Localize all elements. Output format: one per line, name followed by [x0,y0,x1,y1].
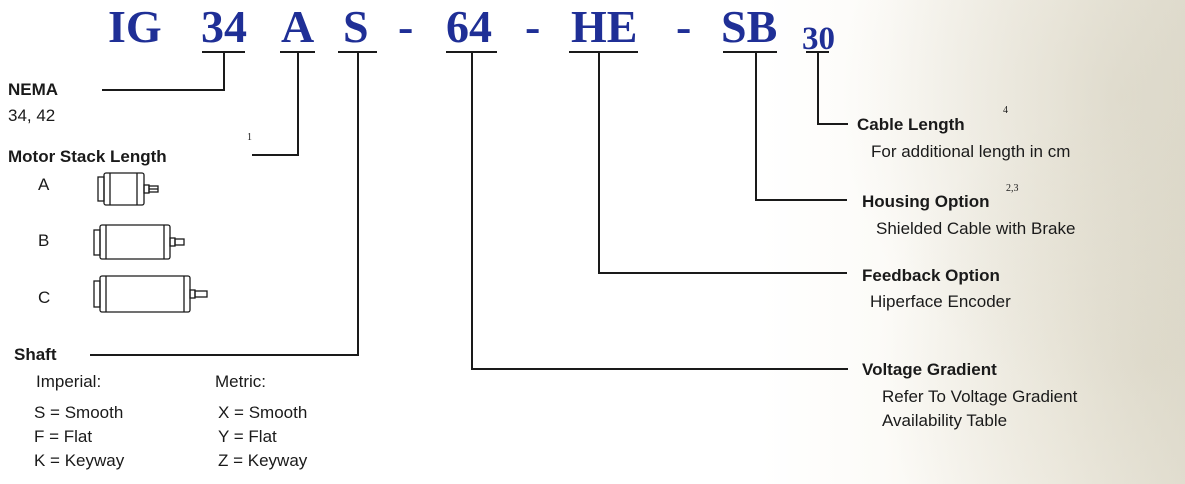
leader-feedback [598,52,847,274]
nema-title: NEMA [8,80,59,99]
shaft-metric-header: Metric: [215,372,266,391]
leader-cable [817,52,848,125]
shaft-imperial-2: F = Flat [34,427,93,446]
code-voltage: 64 [446,1,492,52]
housing-desc: Shielded Cable with Brake [876,219,1076,238]
stack-footnote: 1 [247,132,252,143]
leader-stack [252,52,299,156]
code-housing: SB [721,1,778,52]
feedback-desc: Hiperface Encoder [870,292,1011,311]
cable-footnote: 4 [1003,105,1008,116]
code-feedback: HE [571,1,638,52]
shaft-metric-3: Z = Keyway [218,451,308,470]
leader-housing [755,52,847,201]
shaft-title: Shaft [14,345,57,364]
shaft-imperial-3: K = Keyway [34,451,125,470]
leader-voltage [471,52,848,370]
voltage-desc-line2: Availability Table [882,411,1008,430]
stack-title: Motor Stack Length [8,147,167,166]
shaft-imperial-header: Imperial: [36,372,102,391]
code-shaft: S [343,1,369,52]
code-prefix: IG [108,1,162,52]
code-dash-1: - [398,1,414,52]
stack-option-c: C [38,288,51,307]
shaft-imperial-1: S = Smooth [34,403,124,422]
code-stack: A [281,1,315,52]
code-dash-3: - [676,1,692,52]
voltage-title: Voltage Gradient [862,360,997,379]
cable-title: Cable Length [857,115,965,134]
stack-option-b: B [38,231,50,250]
nema-values: 34, 42 [8,106,56,125]
code-dash-2: - [525,1,541,52]
motor-b-icon [93,224,185,260]
housing-footnote: 2,3 [1006,183,1019,194]
shaft-metric-1: X = Smooth [218,403,308,422]
background-texture [760,0,1185,484]
leader-nema [102,52,225,91]
housing-title: Housing Option [862,192,990,211]
stack-option-a: A [38,175,50,194]
motor-a-icon [97,172,159,206]
shaft-metric-2: Y = Flat [218,427,277,446]
leader-shaft [90,52,359,356]
cable-desc: For additional length in cm [871,142,1071,161]
voltage-desc-line1: Refer To Voltage Gradient [882,387,1078,406]
motor-c-icon [93,275,208,313]
code-nema: 34 [201,1,247,52]
feedback-title: Feedback Option [862,266,1000,285]
